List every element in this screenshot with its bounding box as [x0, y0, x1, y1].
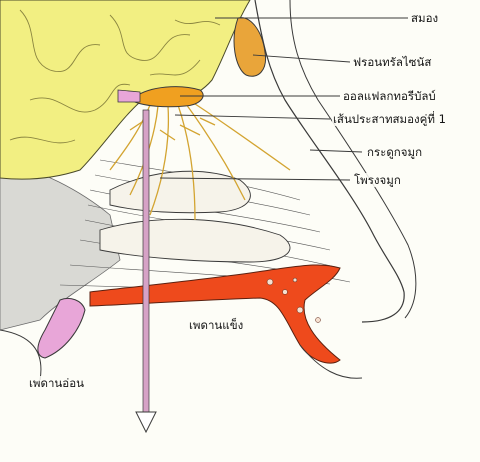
lower-face-outline	[0, 329, 363, 381]
olfactory-nerve-fibers	[109, 101, 291, 221]
hard-palate-bone-texture	[266, 277, 321, 323]
soft-palate-shape	[37, 297, 86, 359]
brain-folds	[9, 9, 221, 144]
frontal-sinus-shape	[233, 17, 267, 77]
label-leader-lines	[159, 17, 408, 181]
label-brain: สมอง	[410, 11, 440, 25]
olfactory-bulb-shape	[134, 86, 204, 108]
airflow-arrow	[135, 109, 157, 434]
label-nasal-bone: กระดูกจมูก	[366, 145, 424, 159]
forehead-skin	[289, 0, 417, 319]
olfactory-tract	[117, 89, 141, 103]
label-nasal-cavity: โพรงจมูก	[353, 173, 402, 187]
label-olfactory-bulb: ออลแฟลกทอรีบัลบ์	[342, 89, 437, 103]
hard-palate-shape	[89, 264, 341, 364]
nasal-concha-lower	[99, 218, 291, 263]
face-profile	[254, 0, 405, 323]
brain-lobe	[0, 0, 251, 180]
label-hard-palate: เพดานแข็ง	[188, 318, 245, 332]
label-cranial-nerve-1: เส้นประสาทสมองคู่ที่ 1	[332, 112, 447, 126]
label-soft-palate: เพดานอ่อน	[28, 376, 85, 390]
label-frontal-sinus: ฟรอนทรัลไซนัส	[352, 55, 433, 69]
